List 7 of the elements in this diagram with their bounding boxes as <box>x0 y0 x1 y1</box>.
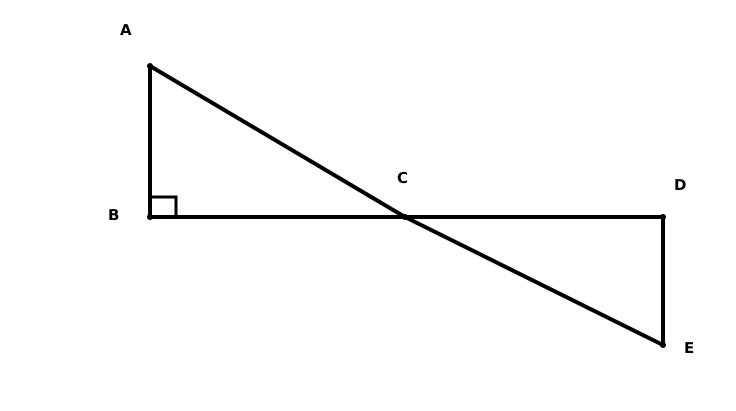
vertex-label: A <box>120 22 132 38</box>
vertex-point <box>660 342 666 348</box>
vertex-label: C <box>397 170 408 186</box>
vertex-point <box>147 63 153 69</box>
vertex-label: D <box>674 177 686 193</box>
vertex-label: B <box>108 207 120 223</box>
vertex-label: E <box>684 340 694 356</box>
